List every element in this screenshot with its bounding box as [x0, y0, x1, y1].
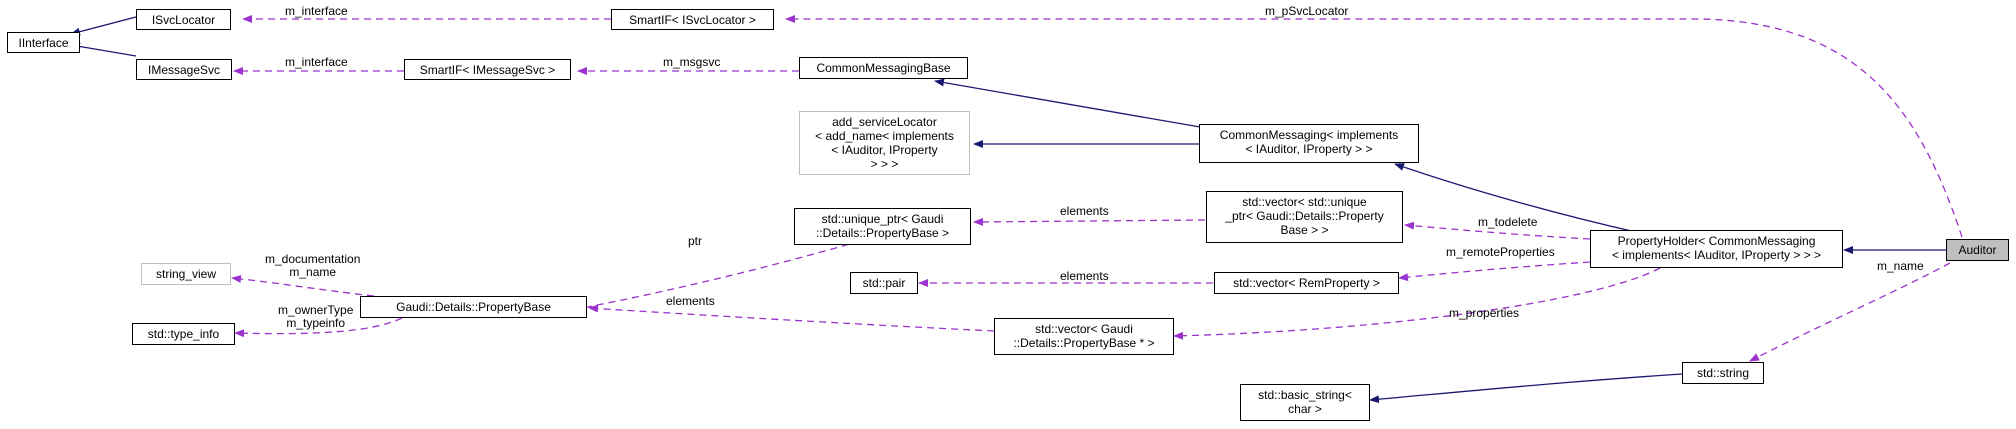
- label-elements-pair: elements: [1060, 269, 1109, 283]
- edge-auditor-smartif-isvclocator: [785, 15, 1963, 238]
- edge-stdstring-basicstring: [1369, 373, 1683, 404]
- node-common-messaging-base[interactable]: CommonMessagingBase: [799, 57, 968, 79]
- edge-vectorunique-uniqueptr: [973, 217, 1206, 226]
- edge-imessagesvc-iinterface: [70, 42, 137, 57]
- edge-propertyholder-vectorunique: [1404, 221, 1591, 240]
- label-p-svclocator: m_pSvcLocator: [1265, 4, 1349, 18]
- edge-commonmessaging-commonmessagingbase: [934, 78, 1201, 128]
- label-todelete: m_todelete: [1478, 215, 1538, 229]
- edge-propertyholder-vectorptr: [1173, 267, 1661, 340]
- node-property-base[interactable]: Gaudi::Details::PropertyBase: [360, 296, 587, 318]
- node-std-string[interactable]: std::string: [1682, 362, 1764, 384]
- label-remote-properties: m_remoteProperties: [1446, 245, 1555, 259]
- node-smartif-imessagesvc[interactable]: SmartIF< IMessageSvc >: [404, 59, 571, 80]
- node-string-view[interactable]: string_view: [141, 263, 231, 285]
- edge-propertybase-typeinfo: [234, 317, 403, 338]
- node-imessagesvc[interactable]: IMessageSvc: [136, 59, 232, 80]
- node-auditor[interactable]: Auditor: [1946, 239, 2009, 261]
- node-common-messaging[interactable]: CommonMessaging< implements < IAuditor, …: [1199, 124, 1419, 163]
- label-name: m_name: [1877, 259, 1924, 273]
- label-ownertype-typeinfo: m_ownerType m_typeinfo: [278, 303, 354, 330]
- node-type-info[interactable]: std::type_info: [132, 323, 235, 345]
- label-properties: m_properties: [1449, 306, 1520, 320]
- label-elements-unique: elements: [1060, 204, 1109, 218]
- label-isvclocator-interface: m_interface: [285, 4, 348, 18]
- edge-propertyholder-vectorrem: [1398, 261, 1591, 282]
- node-unique-ptr[interactable]: std::unique_ptr< Gaudi ::Details::Proper…: [794, 208, 971, 245]
- node-vector-remproperty[interactable]: std::vector< RemProperty >: [1214, 272, 1399, 294]
- label-msgsvc: m_msgsvc: [663, 55, 721, 69]
- edge-vectorptr-propertybase: [588, 304, 995, 332]
- edge-propertybase-stringview: [231, 274, 375, 297]
- label-documentation-name: m_documentation m_name: [265, 252, 361, 279]
- label-elements-propbase: elements: [666, 294, 715, 308]
- edge-propertyholder-commonmessaging: [1394, 163, 1641, 234]
- node-isvclocator[interactable]: ISvcLocator: [136, 9, 231, 30]
- node-property-holder[interactable]: PropertyHolder< CommonMessaging < implem…: [1590, 230, 1843, 268]
- node-iinterface[interactable]: IInterface: [7, 32, 80, 53]
- label-ptr: ptr: [688, 234, 703, 248]
- node-pair[interactable]: std::pair: [850, 272, 918, 294]
- edge-auditor-stdstring: [1749, 262, 1951, 362]
- node-add-servicelocator[interactable]: add_serviceLocator < add_name< implement…: [799, 111, 970, 175]
- edge-isvclocator-iinterface: [70, 16, 137, 36]
- node-basic-string[interactable]: std::basic_string< char >: [1240, 384, 1370, 421]
- node-vector-unique-ptr[interactable]: std::vector< std::unique _ptr< Gaudi::De…: [1206, 191, 1403, 243]
- node-vector-propertybase-ptr[interactable]: std::vector< Gaudi ::Details::PropertyBa…: [994, 318, 1174, 355]
- label-imessagesvc-interface: m_interface: [285, 55, 348, 69]
- node-smartif-isvclocator[interactable]: SmartIF< ISvcLocator >: [611, 9, 774, 30]
